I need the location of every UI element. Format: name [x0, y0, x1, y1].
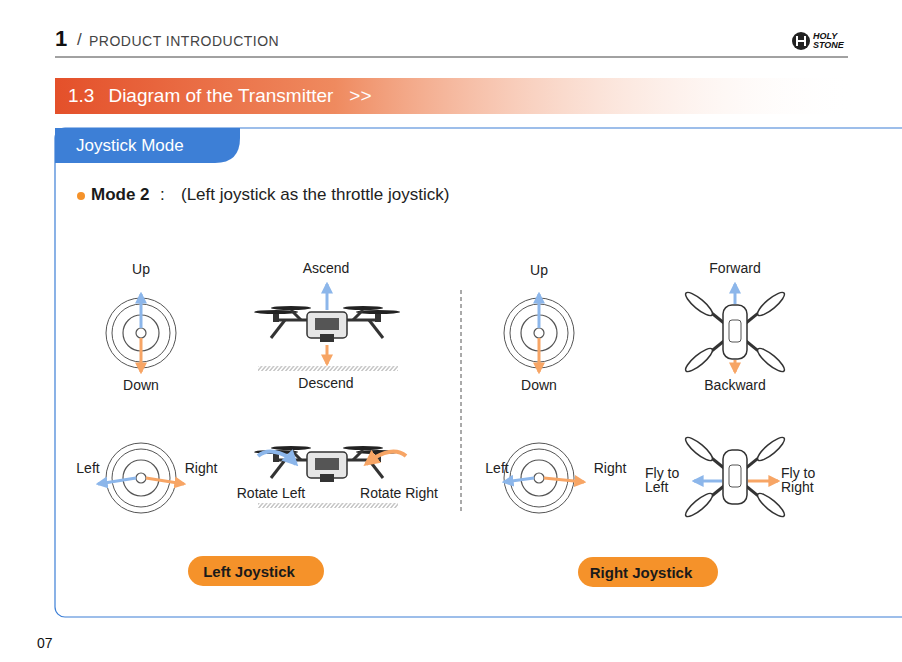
pill-text: Left Joystick: [203, 563, 295, 580]
direction-label: Left: [485, 461, 508, 476]
motion-label: Backward: [704, 378, 765, 393]
separator: /: [77, 31, 82, 50]
mode-name: Mode 2: [91, 186, 150, 205]
joystick-pill: Left Joystick: [188, 556, 324, 586]
colon: :: [160, 186, 165, 205]
motion-label: Forward: [709, 261, 760, 276]
direction-label: Down: [123, 378, 159, 393]
direction-label: Down: [521, 378, 557, 393]
pill-text: Right Joystick: [590, 564, 693, 581]
motion-label: Descend: [298, 376, 353, 391]
motion-label: Fly to Right: [781, 466, 829, 494]
direction-label: Left: [76, 461, 99, 476]
section-band: 1.3 Diagram of the Transmitter >>: [55, 78, 855, 114]
direction-label: Up: [530, 263, 548, 278]
band-text: >>: [349, 85, 371, 107]
direction-label: Right: [185, 461, 218, 476]
tab-text: Joystick Mode: [76, 136, 184, 156]
motion-label: Rotate Left: [237, 486, 306, 501]
motion-label: Ascend: [303, 261, 350, 276]
mode-note: (Left joystick as the throttle joystick): [181, 186, 449, 205]
joystick-pill: Right Joystick: [578, 557, 718, 587]
mode-tab: Joystick Mode: [55, 128, 240, 163]
motion-label: Fly to Left: [645, 466, 693, 494]
motion-label: Rotate Right: [360, 486, 438, 501]
band-text: Diagram of the Transmitter: [108, 85, 333, 107]
section-title: PRODUCT INTRODUCTION: [89, 34, 279, 49]
page-number: 07: [37, 636, 53, 651]
band-text: 1.3: [68, 85, 94, 107]
section-number: 1: [55, 27, 67, 51]
direction-label: Right: [594, 461, 627, 476]
logo-text: STONE: [813, 41, 844, 51]
direction-label: Up: [132, 262, 150, 277]
